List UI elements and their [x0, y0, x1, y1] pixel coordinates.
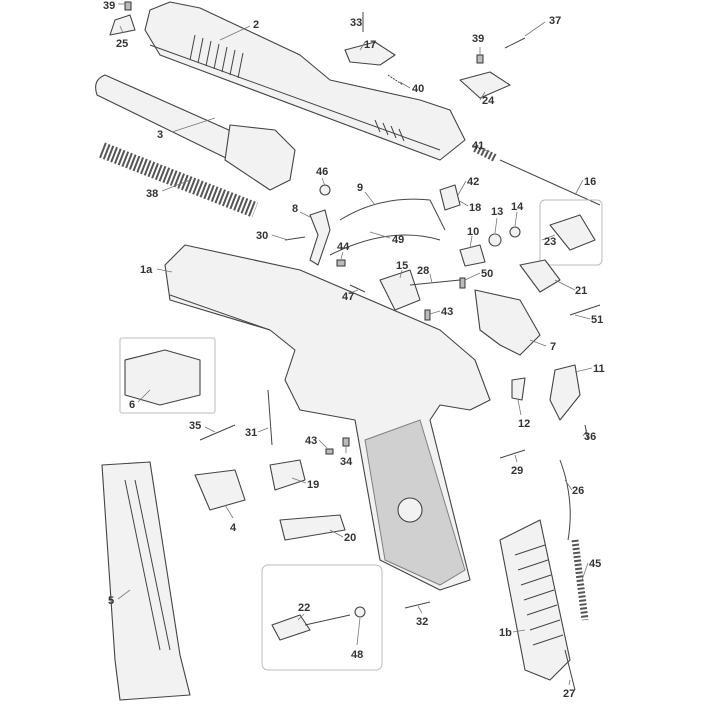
part-misc — [109, 1, 603, 691]
part-label: 3 — [157, 129, 163, 141]
leader-lines — [117, 3, 593, 686]
part-label: 35 — [189, 420, 201, 432]
part-label: 32 — [416, 616, 428, 628]
part-label: 40 — [412, 83, 424, 95]
part-label: 4 — [230, 522, 237, 534]
part-label: 7 — [550, 341, 556, 353]
part-label: 23 — [544, 236, 556, 248]
part-label: 25 — [116, 38, 128, 50]
part-label: 5 — [108, 595, 114, 607]
part-label: 49 — [392, 234, 404, 246]
part-label: 43 — [305, 435, 317, 447]
part-barrel — [95, 74, 296, 191]
part-label: 34 — [340, 456, 353, 468]
part-label: 26 — [572, 485, 584, 497]
part-label: 8 — [292, 203, 298, 215]
part-label: 47 — [342, 291, 354, 303]
part-label: 10 — [467, 226, 479, 238]
part-label: 16 — [584, 176, 596, 188]
part-label: 39 — [103, 0, 115, 12]
part-label: 46 — [316, 166, 328, 178]
part-label: 20 — [344, 532, 356, 544]
part-label: 17 — [364, 39, 376, 51]
part-label: 19 — [307, 479, 319, 491]
part-label: 24 — [482, 95, 495, 107]
part-label: 22 — [298, 602, 310, 614]
part-label: 38 — [146, 188, 158, 200]
part-frame — [164, 244, 491, 591]
part-label: 42 — [467, 176, 479, 188]
part-label: 37 — [549, 15, 561, 27]
part-recoil-spring — [99, 142, 258, 218]
part-label: 21 — [575, 285, 587, 297]
part-label: 31 — [245, 427, 257, 439]
part-label: 27 — [563, 688, 575, 700]
part-label: 13 — [491, 206, 503, 218]
part-label: 15 — [396, 260, 408, 272]
part-magazine — [101, 461, 191, 701]
part-label: 9 — [357, 182, 363, 194]
part-backstrap — [499, 519, 571, 681]
part-label: 28 — [417, 265, 429, 277]
part-label: 12 — [518, 418, 530, 430]
part-label: 1b — [499, 627, 512, 639]
part-label: 48 — [351, 649, 363, 661]
part-label: 1a — [140, 264, 153, 276]
part-label: 2 — [253, 19, 259, 31]
part-label: 43 — [441, 306, 453, 318]
part-label: 50 — [481, 268, 493, 280]
part-label: 39 — [472, 33, 484, 45]
part-label: 51 — [591, 314, 603, 326]
part-label: 29 — [511, 465, 523, 477]
part-label: 36 — [584, 431, 596, 443]
part-label: 44 — [337, 241, 350, 253]
part-label: 11 — [593, 363, 605, 375]
part-label: 30 — [256, 230, 268, 242]
part-labels: 39 25 2 33 17 37 39 40 24 3 41 46 42 16 … — [103, 0, 605, 700]
part-label: 41 — [472, 140, 484, 152]
part-label: 6 — [129, 399, 135, 411]
part-label: 14 — [511, 201, 524, 213]
part-label: 18 — [469, 202, 481, 214]
part-label: 45 — [589, 558, 601, 570]
part-slide — [144, 1, 466, 161]
part-label: 33 — [350, 17, 362, 29]
